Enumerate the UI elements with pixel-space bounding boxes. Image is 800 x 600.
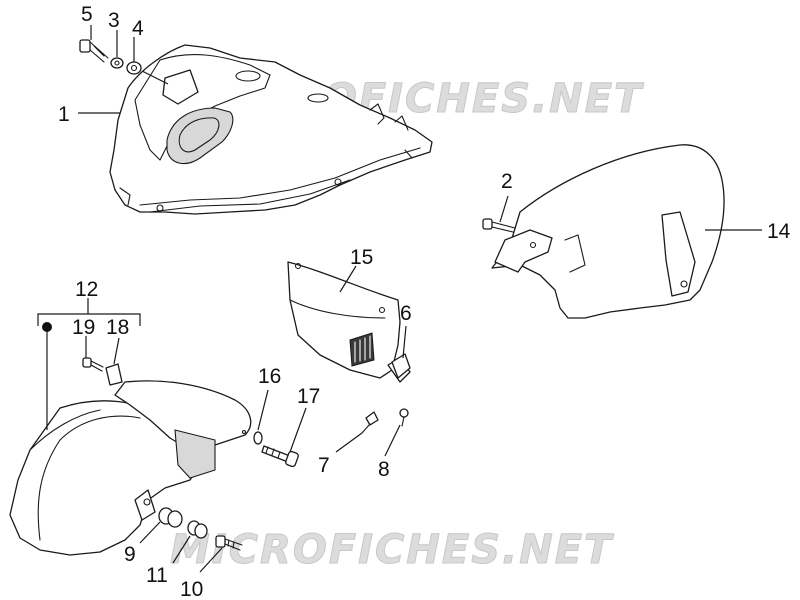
callout-4: 4 [132,17,144,40]
part-3-washer [110,57,124,69]
callout-2: 2 [501,170,513,193]
leader-10 [199,547,223,573]
callout-16: 16 [258,365,281,388]
leader-16 [257,389,269,431]
callout-18: 18 [106,316,129,339]
part-5-screw [79,39,109,63]
part-19-bolt [82,357,104,372]
leader-15 [339,265,357,293]
callout-12: 12 [75,278,98,301]
part-12-front-mudguard [9,380,252,556]
leader-8 [384,424,401,457]
callout-3: 3 [108,9,120,32]
callout-15: 15 [350,246,373,269]
part-18-clip-nut [105,363,123,386]
callout-19: 19 [72,316,95,339]
leader-18 [113,337,120,365]
part-9-spacer [158,507,183,528]
callout-14: 14 [767,220,791,243]
leader-6 [402,325,407,359]
part-4-washer [126,61,142,75]
part-16-washer [241,429,263,445]
screw-5-axis [141,70,169,85]
part-17-bolt [261,445,299,468]
part-11-bushing [187,520,208,539]
callout-1: 1 [58,103,70,126]
callout-9: 9 [124,543,136,566]
group-12-bracket [37,298,141,326]
part-6-clip [391,353,411,379]
leader-17 [289,407,307,453]
part-10-screw [215,535,243,551]
part-2-bolt [482,218,516,233]
callout-11: 11 [146,564,168,587]
callout-10: 10 [180,578,203,600]
callout-6: 6 [400,302,412,325]
part-7-screw [361,411,379,434]
callout-7: 7 [318,454,330,477]
watermark-bottom: MICROFICHES.NET [170,527,614,573]
callout-5: 5 [81,3,93,26]
callout-17: 17 [297,385,320,408]
callout-8: 8 [378,458,390,481]
group-12-bullet [42,322,52,332]
leader-11 [172,535,191,564]
leader-9 [139,521,161,544]
part-14-rear-mudguard [491,144,725,319]
part-8-screw [399,408,409,427]
leader-2 [499,195,509,223]
leader-7 [335,432,363,453]
part-1-shield-cover [109,44,433,215]
part-15-splash-panel [287,261,411,383]
